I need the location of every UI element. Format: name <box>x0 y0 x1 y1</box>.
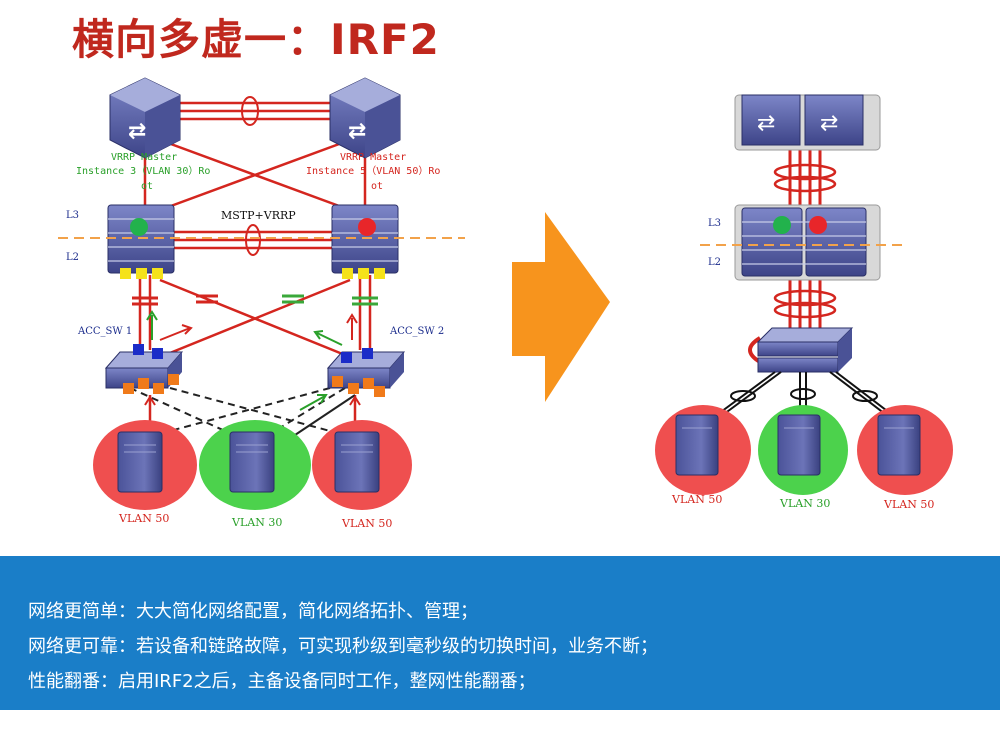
server-left <box>117 431 163 493</box>
server-right-right <box>877 414 921 476</box>
svg-text:⇄: ⇄ <box>757 111 775 136</box>
benefits-panel: 网络更简单：大大简化网络配置，简化网络拓扑、管理； 网络更可靠：若设备和链路故障… <box>0 556 1000 710</box>
server-middle <box>229 431 275 493</box>
core-left-label-2: Instance 3（VLAN 30）Ro <box>76 165 210 177</box>
core-switch-left: ⇄ <box>109 77 181 159</box>
access-right-label: ACC_SW 2 <box>389 326 444 337</box>
benefit-simpler: 网络更简单：大大简化网络配置，简化网络拓扑、管理； <box>28 601 478 622</box>
svg-text:⇄: ⇄ <box>820 111 838 136</box>
topology-diagram: ⇄ ⇄ <box>58 77 953 530</box>
server-links <box>129 387 346 441</box>
core-left-label-1: VRRP Master <box>111 152 177 163</box>
status-led-red <box>809 216 827 234</box>
slide-title: 横向多虚一：IRF2 <box>72 15 440 64</box>
benefit-reliable: 网络更可靠：若设备和链路故障，可实现秒级到毫秒级的切换时间，业务不断； <box>28 636 658 657</box>
core-left-label-3: ot <box>141 181 153 192</box>
dist-switch-right <box>331 204 399 279</box>
blocked-port-marks <box>132 294 378 306</box>
status-led-green <box>130 218 148 236</box>
core-switch-right: ⇄ <box>329 77 401 159</box>
irf-core-switch: ⇄ ⇄ <box>734 94 881 151</box>
protocol-label: MSTP+VRRP <box>221 209 296 222</box>
irf-access-switch <box>756 327 854 373</box>
vlan-label-right-left: VLAN 50 <box>671 493 722 506</box>
dist-switch-left <box>107 204 175 279</box>
svg-text:⇄: ⇄ <box>348 119 366 144</box>
access-left-label: ACC_SW 1 <box>77 326 132 337</box>
server-right <box>334 431 380 493</box>
benefit-performance: 性能翻番：启用IRF2之后，主备设备同时工作，整网性能翻番； <box>28 671 536 692</box>
access-switch-right <box>326 348 406 397</box>
layer2-label-left: L2 <box>66 252 79 263</box>
layer2-label-right: L2 <box>708 257 721 268</box>
transform-arrow <box>512 212 610 402</box>
core-right-label-2: Instance 5（VLAN 50）Ro <box>306 165 440 177</box>
status-led-red <box>358 218 376 236</box>
layer3-label-right: L3 <box>708 218 721 229</box>
vlan-label-right-right: VLAN 50 <box>883 498 934 511</box>
server-right-left <box>675 414 719 476</box>
server-right-middle <box>777 414 821 476</box>
right-topology: ⇄ ⇄ L3 L2 <box>655 94 953 511</box>
core-right-label-1: VRRP Master <box>340 152 406 163</box>
left-topology: ⇄ ⇄ <box>58 77 465 530</box>
vlan-label-left: VLAN 50 <box>118 512 169 525</box>
svg-text:⇄: ⇄ <box>128 119 146 144</box>
vlan-label-middle: VLAN 30 <box>231 516 282 529</box>
core-right-label-3: ot <box>371 181 383 192</box>
layer3-label-left: L3 <box>66 210 79 221</box>
irf-dist-switch <box>734 204 881 281</box>
status-led-green <box>773 216 791 234</box>
vlan-label-right: VLAN 50 <box>341 517 392 530</box>
access-switch-left <box>104 344 184 394</box>
vlan-label-right-middle: VLAN 30 <box>779 497 830 510</box>
traffic-arrows <box>144 310 361 418</box>
